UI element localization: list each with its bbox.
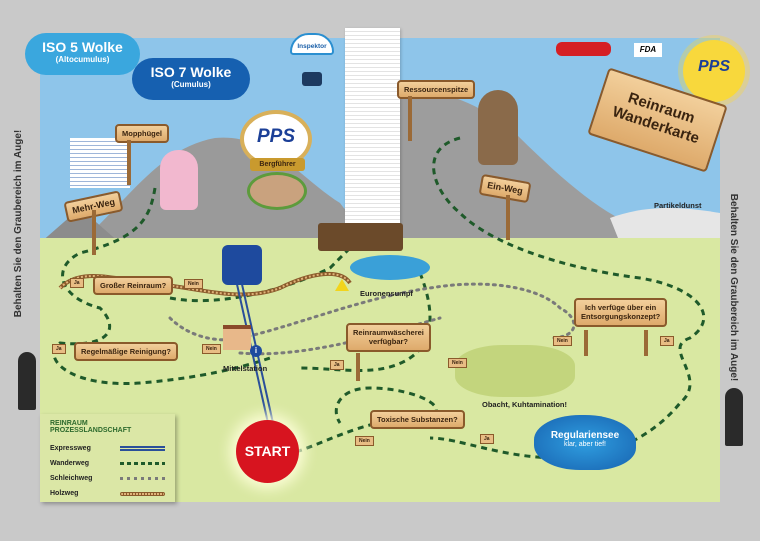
cloud-subtitle: (Altocumulus)	[55, 55, 110, 64]
pps-sun: PPS	[683, 40, 745, 102]
regulariensee[interactable]: Regulariensee klar, aber tief!	[534, 415, 636, 470]
side-text-right: Behalten Sie den Graubereich im Auge!	[728, 193, 740, 382]
legend-label: Expressweg	[50, 445, 91, 452]
legend-label: Schleichweg	[50, 475, 93, 482]
cloud-title: ISO 5 Wolke	[42, 39, 123, 55]
legend: REINRAUM PROZESSLANDSCHAFT Expressweg Wa…	[40, 414, 175, 502]
answer-ja[interactable]: Ja	[330, 360, 344, 370]
legend-item: Holzweg	[50, 486, 165, 501]
house-icon	[223, 325, 251, 350]
sign-mopphuegel: Mopphügel	[115, 124, 169, 144]
pps-logo: PPS	[256, 126, 296, 147]
sign-post	[506, 195, 510, 240]
answer-nein[interactable]: Nein	[553, 336, 572, 346]
cows-illustration	[455, 345, 575, 397]
label-mittelstation: Mittelstation	[223, 364, 268, 373]
cable-car	[222, 245, 262, 285]
label-partikeldunst: Partikeldunst	[654, 201, 702, 210]
sign-regelmaessige-reinigung: Regelmäßige Reinigung?	[74, 342, 179, 362]
fda-flag: FDA	[634, 43, 662, 57]
magnifier-woman-right	[725, 388, 743, 446]
cloud-title: ISO 7 Wolke	[150, 64, 232, 80]
paper-stack-tower	[345, 28, 400, 233]
answer-ja[interactable]: Ja	[52, 344, 66, 354]
mountain-right	[340, 89, 720, 243]
answer-nein[interactable]: Nein	[355, 436, 374, 446]
girl-character	[160, 150, 198, 210]
answer-ja[interactable]: Ja	[480, 434, 494, 444]
bergfuehrer-ribbon: Bergführer	[250, 158, 305, 171]
sun-logo: PPS	[697, 58, 730, 75]
lake-subtitle: klar, aber tief!	[563, 441, 607, 448]
swamp-water	[350, 255, 430, 280]
sign-post	[127, 140, 131, 185]
sign-post	[644, 330, 648, 356]
answer-ja[interactable]: Ja	[660, 336, 674, 346]
legend-item: Wanderweg	[50, 456, 165, 471]
legend-label: Holzweg	[50, 490, 79, 497]
balloon-label: Inspektor	[297, 43, 327, 50]
answer-nein[interactable]: Nein	[202, 344, 221, 354]
inspector-balloon: Inspektor	[290, 33, 334, 55]
magnifier-woman-left	[18, 352, 36, 410]
partikeldunst-area	[610, 208, 720, 243]
cloud-subtitle: (Cumulus)	[171, 80, 211, 89]
info-icon: i	[250, 345, 262, 357]
legend-item: Schleichweg	[50, 471, 165, 486]
answer-nein[interactable]: Nein	[448, 358, 467, 368]
sign-post	[92, 210, 96, 255]
schleichweg-swatch	[120, 477, 165, 480]
warning-icon	[335, 279, 349, 291]
cloud-iso7: ISO 7 Wolke (Cumulus)	[132, 58, 250, 100]
sign-post	[408, 96, 412, 141]
hotel-illustration	[247, 172, 307, 210]
legend-title: REINRAUM PROZESSLANDSCHAFT	[50, 420, 132, 434]
sign-ressourcenspitze: Ressourcenspitze	[397, 80, 476, 100]
inspector-basket	[302, 72, 322, 86]
start-button[interactable]: START	[236, 420, 299, 483]
sign-entsorgungskonzept: Ich verfüge über ein Entsorgungskonzept?	[574, 298, 668, 327]
wanderweg	[274, 386, 438, 460]
bridge	[318, 223, 403, 251]
answer-nein[interactable]: Nein	[184, 279, 203, 289]
lake-title: Regulariensee	[550, 430, 620, 441]
cloud-iso5: ISO 5 Wolke (Altocumulus)	[25, 33, 140, 75]
sign-line: Ich verfüge über ein	[584, 303, 657, 312]
label-kuhtamination: Obacht, Kuhtamination!	[482, 400, 567, 409]
mountain-left	[80, 137, 370, 243]
mountain-small	[40, 208, 120, 243]
sign-line: verfügbar?	[368, 337, 409, 347]
terrain	[40, 89, 720, 243]
sign-post	[356, 353, 360, 381]
answer-ja[interactable]: Ja	[70, 278, 84, 288]
sign-waescherei: Reinraumwäscherei verfügbar?	[346, 323, 431, 352]
sign-grosser-reinraum: Großer Reinraum?	[93, 276, 174, 296]
biplane	[556, 42, 611, 56]
paper-stack-small	[70, 138, 130, 188]
sign-toxische-substanzen: Toxische Substanzen?	[370, 410, 465, 430]
wanderweg-swatch	[120, 462, 165, 465]
label-euronensumpf: Euronensumpf	[360, 289, 413, 298]
schleichweg	[168, 282, 576, 342]
side-text-left: Behalten Sie den Graubereich im Auge!	[13, 129, 25, 318]
sign-line: Reinraumwäscherei	[353, 328, 424, 337]
legend-label: Wanderweg	[50, 460, 90, 467]
expressweg-swatch	[120, 446, 165, 451]
sign-post	[584, 330, 588, 356]
holzweg-swatch	[120, 491, 165, 496]
legend-item: Expressweg	[50, 441, 165, 456]
sign-line: Entsorgungskonzept?	[581, 312, 661, 322]
wanderweg	[299, 272, 432, 372]
hiker-character	[478, 90, 518, 165]
